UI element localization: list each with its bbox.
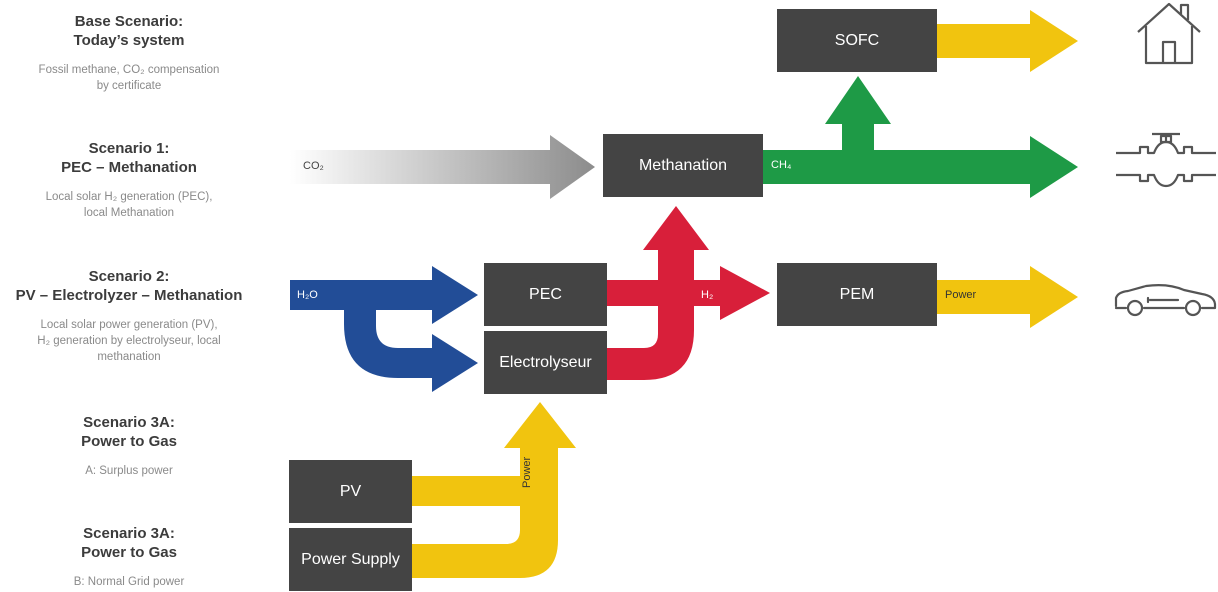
pv-box: PV xyxy=(289,460,412,523)
h2o-label: H₂O xyxy=(297,289,318,301)
electrolyseur-box: Electrolyseur xyxy=(484,331,607,394)
scenario-3a-grid-subtitle: Power to Gas xyxy=(81,544,177,561)
scenario-2-desc-line: H₂ generation by electrolyseur, local xyxy=(37,335,221,347)
car-icon xyxy=(1112,282,1218,323)
scenario-1-desc-line: local Methanation xyxy=(83,207,175,219)
methanation-box: Methanation xyxy=(603,134,763,197)
gas-pipe-valve-icon xyxy=(1114,128,1218,193)
scenario-1-desc-line: Local solar H₂ generation (PEC), xyxy=(45,191,213,203)
scenario-2-subtitle: PV – Electrolyzer – Methanation xyxy=(15,287,243,304)
scenario-1-title: Scenario 1: xyxy=(88,140,170,157)
ch4-to-sofc-arrow xyxy=(825,76,891,152)
ch4-arrow xyxy=(763,136,1078,198)
scenario-base-desc-line: by certificate xyxy=(96,80,162,92)
scenario-1-subtitle: PEC – Methanation xyxy=(61,159,197,176)
sofc-box: SOFC xyxy=(777,9,937,72)
scenario-3a-grid-desc-line: B: Normal Grid power xyxy=(73,576,185,588)
scenario-3a-grid-title: Scenario 3A: xyxy=(83,525,175,542)
power-pem-label: Power xyxy=(945,289,977,301)
power-supply-box: Power Supply xyxy=(289,528,412,591)
scenario-base-title: Base Scenario: xyxy=(74,13,184,30)
scenario-3a-grid: Scenario 3A: Power to Gas B: Normal Grid… xyxy=(0,524,258,590)
ch4-label: CH₄ xyxy=(771,159,792,171)
scenario-3a-title: Scenario 3A: xyxy=(83,414,175,431)
scenario-1: Scenario 1: PEC – Methanation Local sola… xyxy=(0,139,258,221)
power-pem-arrow xyxy=(937,266,1078,328)
power-sofc-arrow xyxy=(937,10,1078,72)
power-vertical-label: Power xyxy=(521,456,533,488)
scenario-base-desc-line: Fossil methane, CO₂ compensation xyxy=(38,64,220,76)
pec-box: PEC xyxy=(484,263,607,326)
power-supply-arrow xyxy=(412,402,576,578)
scenario-base-subtitle: Today’s system xyxy=(73,32,185,49)
co2-label: CO₂ xyxy=(303,160,324,172)
scenario-3a-surplus: Scenario 3A: Power to Gas A: Surplus pow… xyxy=(0,413,258,479)
h2-label: H₂ xyxy=(701,289,714,301)
scenario-3a-desc-line: A: Surplus power xyxy=(85,465,173,477)
pem-box: PEM xyxy=(777,263,937,326)
h2-arrow xyxy=(607,206,770,380)
scenario-3a-subtitle: Power to Gas xyxy=(81,433,177,450)
co2-arrow xyxy=(290,135,595,199)
scenario-2-desc-line: Local solar power generation (PV), xyxy=(40,319,218,331)
scenario-2-title: Scenario 2: xyxy=(88,268,170,285)
scenario-2: Scenario 2: PV – Electrolyzer – Methanat… xyxy=(0,267,258,365)
house-icon xyxy=(1134,0,1204,71)
scenario-base: Base Scenario: Today’s system Fossil met… xyxy=(0,12,258,94)
h2o-arrow xyxy=(290,266,478,392)
scenario-2-desc-line: methanation xyxy=(97,351,161,363)
